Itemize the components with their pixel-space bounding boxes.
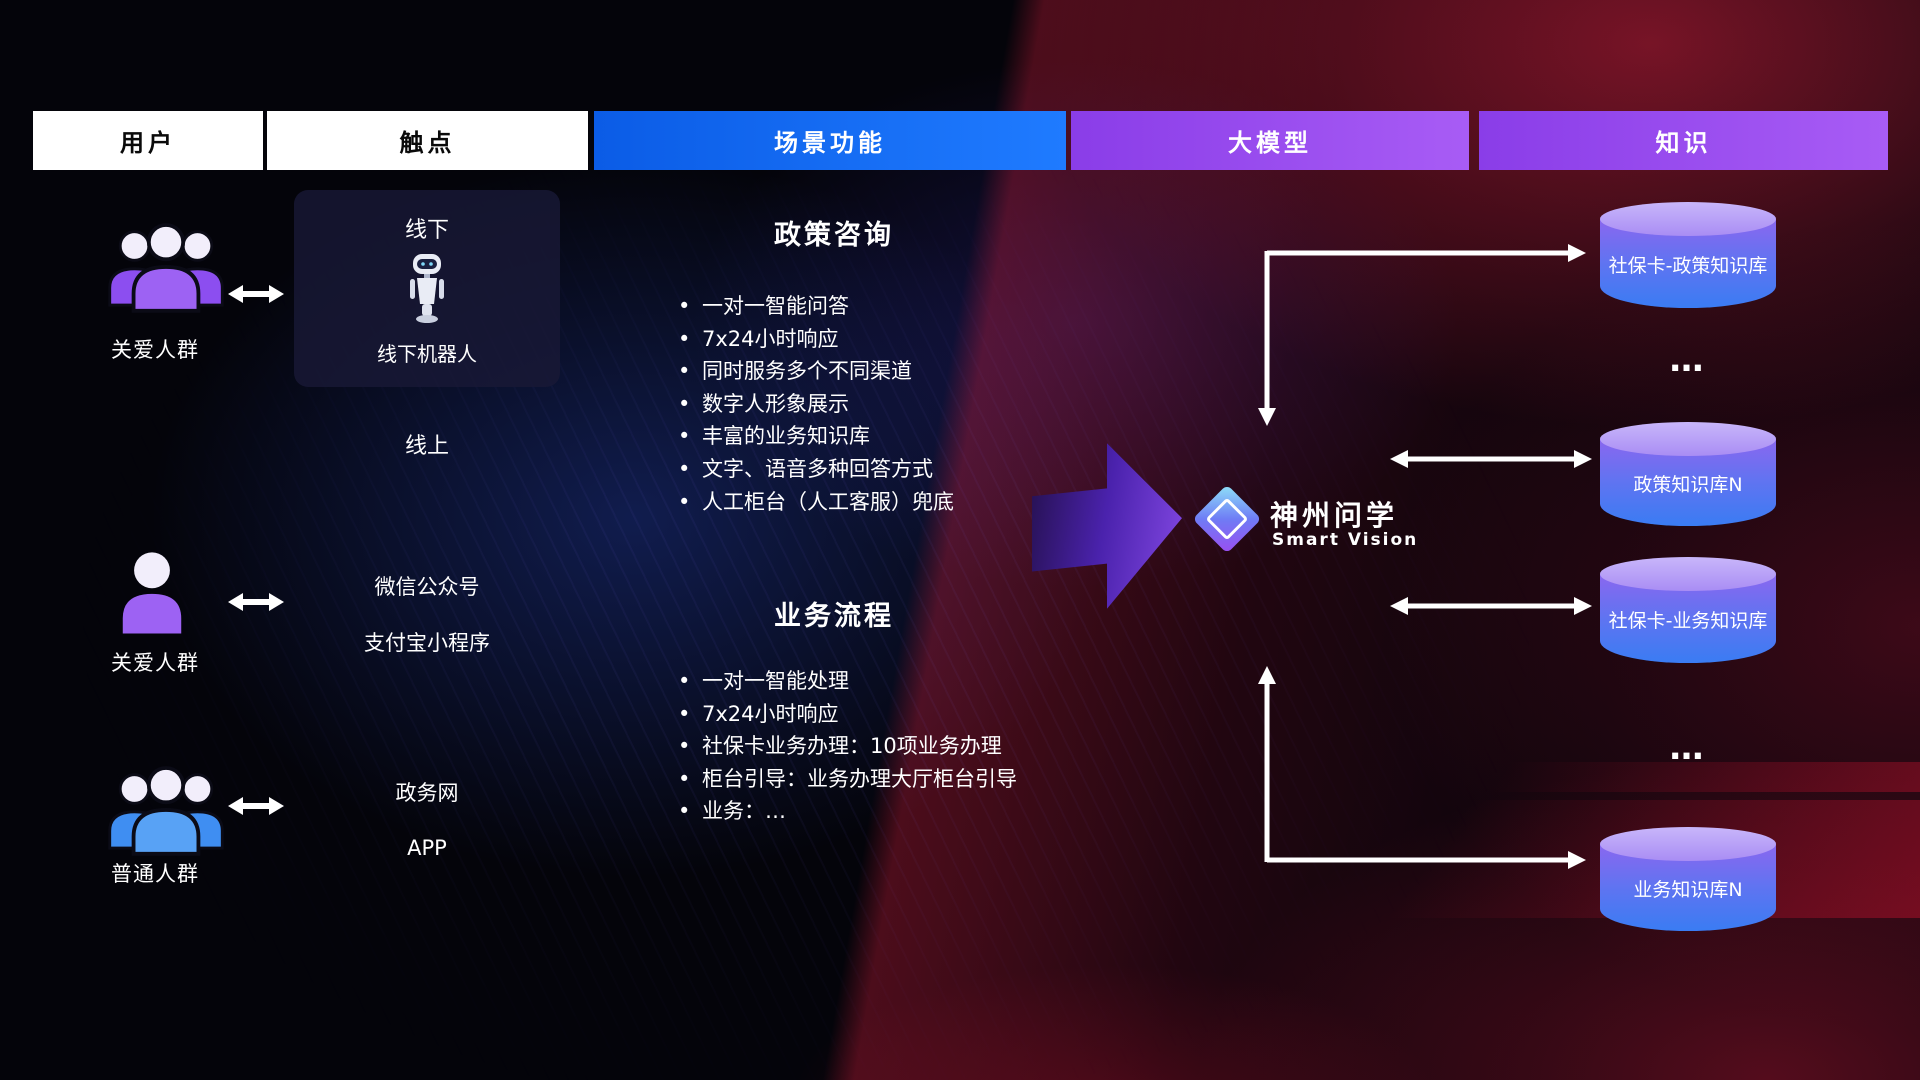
cylinder-top [1600, 422, 1776, 456]
channel-app: APP [407, 836, 447, 860]
db-label: 政策知识库N [1633, 474, 1743, 496]
knowledge-db-business-social-card: 社保卡-业务知识库 [1600, 557, 1776, 663]
group-people-purple-icon [108, 223, 224, 313]
online-title: 线上 [404, 434, 449, 459]
list-item: 同时服务多个不同渠道 [676, 355, 954, 388]
header-touchpoints: 触点 [267, 111, 588, 170]
header-scenarios: 场景功能 [594, 111, 1066, 170]
flow-arrow [1032, 424, 1182, 628]
connector-arrow-bottom-l [1258, 666, 1586, 869]
user-group-label: 关爱人群 [111, 338, 199, 362]
list-item: 社保卡业务办理：10项业务办理 [676, 730, 1017, 763]
list-item: 柜台引导：业务办理大厅柜台引导 [676, 763, 1017, 796]
connector-arrow-top-l [1258, 244, 1586, 426]
brand-subtitle: Smart Vision [1272, 530, 1419, 550]
list-item: 业务：… [676, 795, 1017, 828]
double-arrow-icon [228, 797, 284, 815]
connector-double-arrow-policy-n [1390, 450, 1592, 468]
knowledge-db-policy-social-card: 社保卡-政策知识库 [1600, 202, 1776, 308]
channel-alipay: 支付宝小程序 [364, 631, 490, 655]
user-group-label: 关爱人群 [111, 651, 199, 675]
brand-name: 神州问学 [1270, 499, 1399, 532]
double-arrow-icon [228, 285, 284, 303]
channel-gov-web: 政务网 [395, 781, 459, 805]
scenario-title-policy: 政策咨询 [774, 220, 894, 251]
robot-icon [410, 254, 444, 323]
person-purple-icon [122, 552, 182, 634]
knowledge-db-policy-n: 政策知识库N [1600, 422, 1776, 526]
header-knowledge: 知识 [1479, 111, 1888, 170]
db-label: 业务知识库N [1633, 879, 1743, 901]
knowledge-db-business-n: 业务知识库N [1600, 827, 1776, 931]
list-item: 文字、语音多种回答方式 [676, 453, 954, 486]
offline-title: 线下 [404, 218, 449, 243]
list-item: 人工柜台（人工客服）兜底 [676, 486, 954, 519]
offline-robot-label: 线下机器人 [377, 342, 477, 366]
scenario-title-business: 业务流程 [774, 601, 894, 632]
double-arrow-icon [228, 593, 284, 611]
list-item: 数字人形象展示 [676, 388, 954, 421]
business-feature-list: 一对一智能处理 7x24小时响应 社保卡业务办理：10项业务办理 柜台引导：业务… [676, 665, 1017, 828]
cylinder-top [1600, 557, 1776, 591]
header-users: 用户 [33, 111, 263, 170]
list-item: 丰富的业务知识库 [676, 420, 954, 453]
cylinder-top [1600, 827, 1776, 861]
channel-wechat: 微信公众号 [374, 575, 480, 599]
smart-vision-logo-icon [1194, 486, 1260, 552]
cylinder-top [1600, 202, 1776, 236]
user-group-label: 普通人群 [111, 862, 199, 886]
list-item: 7x24小时响应 [676, 323, 954, 356]
ellipsis: … [1669, 340, 1707, 380]
ellipsis: … [1669, 728, 1707, 768]
header-model: 大模型 [1071, 111, 1469, 170]
list-item: 一对一智能问答 [676, 290, 954, 323]
list-item: 一对一智能处理 [676, 665, 1017, 698]
db-label: 社保卡-业务知识库 [1608, 610, 1768, 632]
list-item: 7x24小时响应 [676, 698, 1017, 731]
db-label: 社保卡-政策知识库 [1608, 255, 1768, 277]
connector-double-arrow-business [1390, 597, 1592, 615]
policy-feature-list: 一对一智能问答 7x24小时响应 同时服务多个不同渠道 数字人形象展示 丰富的业… [676, 290, 954, 518]
offline-touchpoint-card: 线下 线下机器人 [294, 190, 560, 387]
group-people-blue-icon [108, 766, 224, 856]
